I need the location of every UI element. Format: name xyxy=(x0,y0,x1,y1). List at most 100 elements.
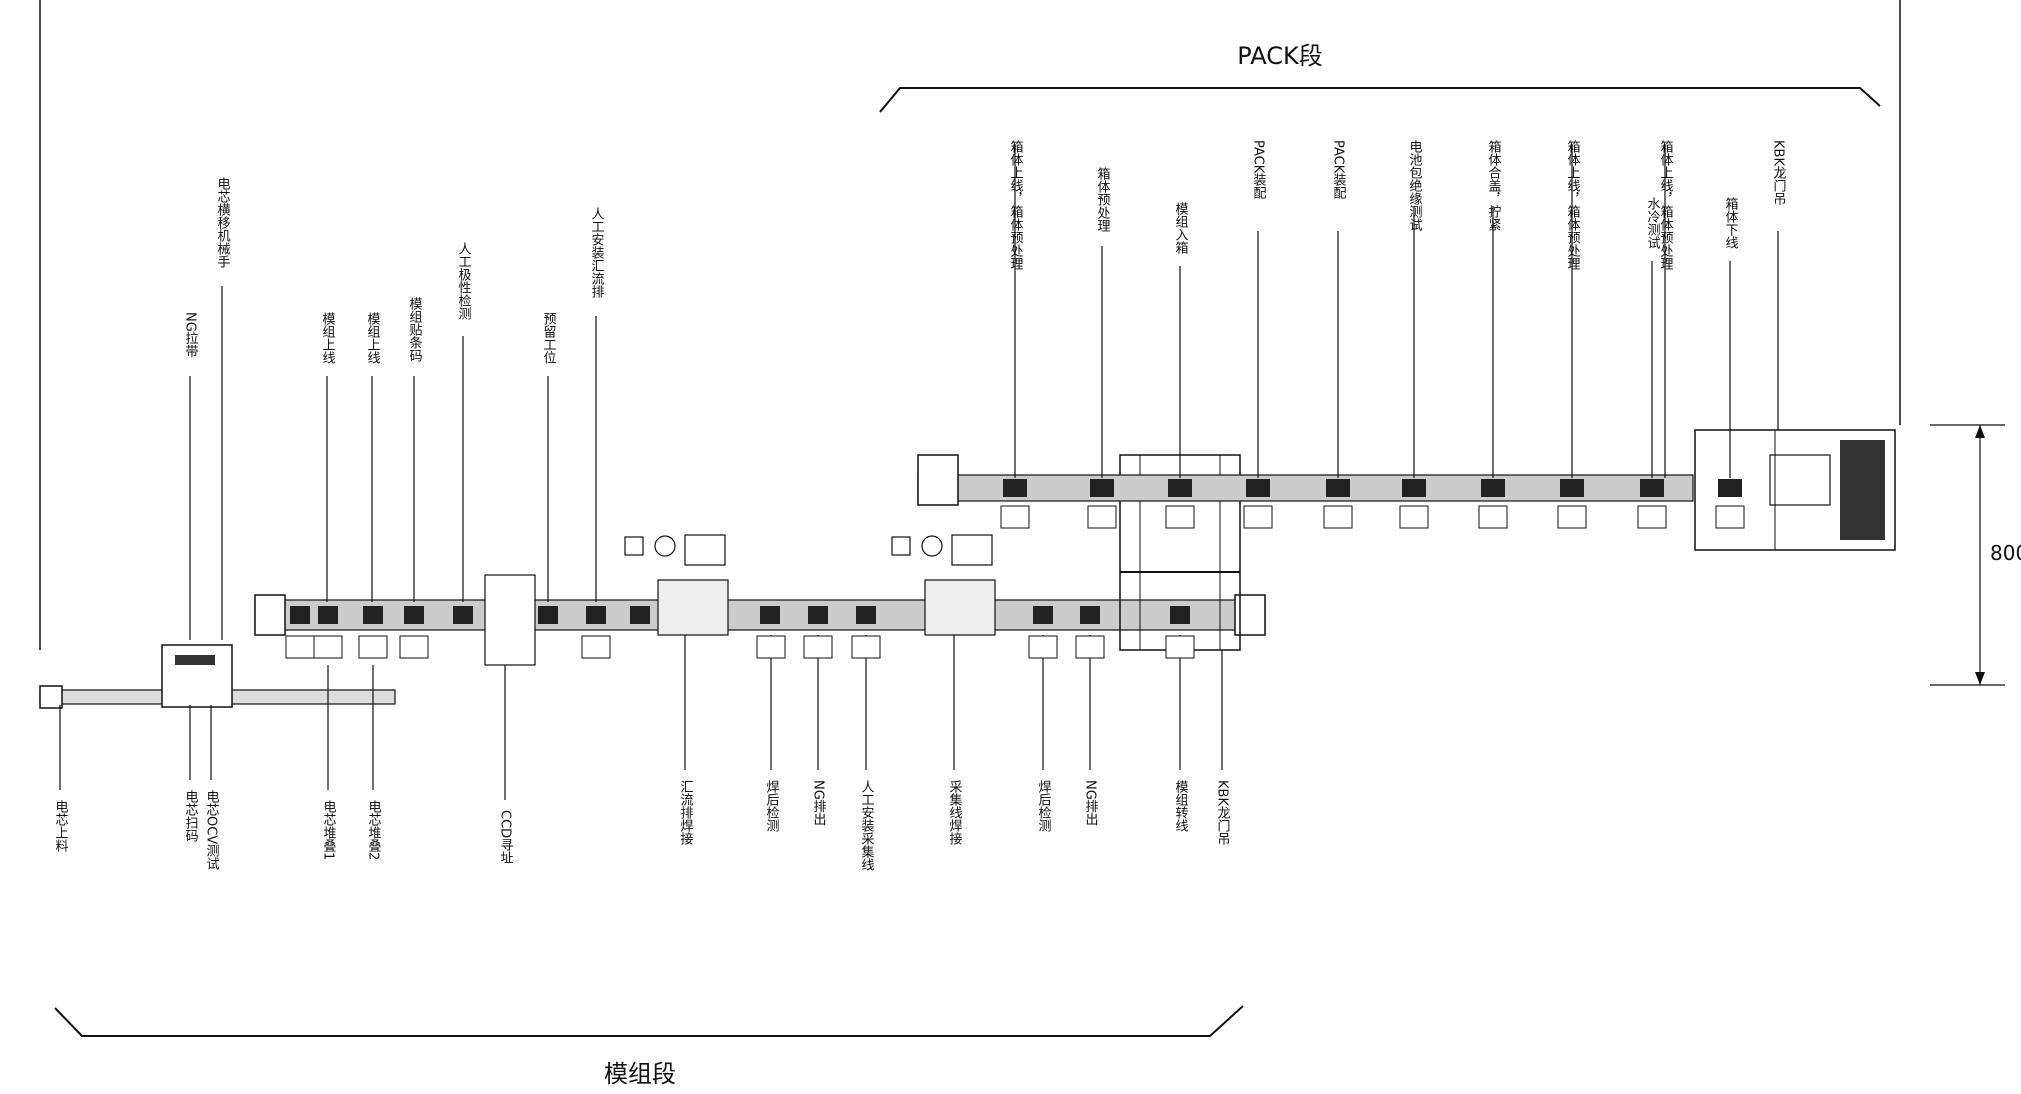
module-fixture xyxy=(851,635,881,659)
module-station xyxy=(318,606,338,624)
module-station xyxy=(760,606,780,624)
harness-weld-cell xyxy=(924,579,996,636)
module-station xyxy=(856,606,876,624)
upper-station-label: 箱体合盖，拧紧 xyxy=(1486,139,1502,231)
cabinet-a2 xyxy=(654,535,676,557)
module-bracket xyxy=(54,1005,1244,1037)
pack-fixture xyxy=(1557,505,1587,529)
dimension-arrow-up xyxy=(1975,425,1985,438)
pack-station xyxy=(1718,479,1742,497)
lower-station-label: 模组转线 xyxy=(1173,780,1189,832)
upper-station-label: 模组贴条码 xyxy=(407,297,423,362)
cabinet-b3 xyxy=(951,534,993,566)
pack-fixture xyxy=(1165,505,1195,529)
upper-station-label: 电池包绝缘测试 xyxy=(1407,140,1423,231)
upper-station-label: PACK装配 xyxy=(1251,140,1267,200)
lower-station-label: 焊后检测 xyxy=(764,779,780,832)
upper-station-label: 人工极性检测 xyxy=(456,242,472,320)
upper-station-label: 模组入箱 xyxy=(1173,202,1189,254)
scan-station xyxy=(161,644,233,708)
lower-station-label: 电芯上料 xyxy=(53,800,69,852)
upper-station-label: 箱体预处理 xyxy=(1095,166,1111,232)
lower-station-label: 电芯OCV测试 xyxy=(204,790,220,871)
pack-station xyxy=(1168,479,1192,497)
pack-fixture xyxy=(1399,505,1429,529)
pack-section-title: PACK段 xyxy=(1237,42,1322,70)
upper-station-label: 人工安装汇流排 xyxy=(589,207,605,298)
pack-line-start xyxy=(917,454,959,506)
module-fixture xyxy=(399,635,429,659)
cabinet-a3 xyxy=(684,534,726,566)
upper-station-label: PACK装配 xyxy=(1331,140,1347,200)
kbk-storage-rack xyxy=(1840,440,1885,540)
module-section-title: 模组段 xyxy=(604,1060,676,1088)
lower-station-label: 电芯堆叠1 xyxy=(321,800,337,860)
pack-fixture xyxy=(1323,505,1353,529)
pack-station xyxy=(1326,479,1350,497)
scan-device xyxy=(175,655,215,665)
pack-station xyxy=(1560,479,1584,497)
module-fixture xyxy=(756,635,786,659)
pack-fixture xyxy=(1478,505,1508,529)
module-station xyxy=(630,606,650,624)
pack-station xyxy=(1090,479,1114,497)
upper-station-label: 电芯横移机械手 xyxy=(215,177,231,268)
lower-station-label: 汇流排焊接 xyxy=(678,780,694,845)
module-station xyxy=(808,606,828,624)
upper-station-label: 水冷测试 xyxy=(1645,197,1661,249)
cabinet-a1 xyxy=(624,536,644,556)
module-station xyxy=(363,606,383,624)
module-station xyxy=(538,606,558,624)
pack-station xyxy=(1481,479,1505,497)
module-fixture xyxy=(285,635,315,659)
dimension-arrow-down xyxy=(1975,672,1985,685)
module-fixture xyxy=(1165,635,1195,659)
module-station xyxy=(404,606,424,624)
module-line-start xyxy=(254,594,286,636)
kbk-gantry-frame xyxy=(1694,429,1896,551)
pack-station xyxy=(1640,479,1664,497)
pack-station xyxy=(1402,479,1426,497)
pack-fixture xyxy=(1715,505,1745,529)
ccd-station xyxy=(484,574,536,666)
lower-station-label: 电芯堆叠2 xyxy=(366,800,382,860)
module-station xyxy=(290,606,310,624)
module-station xyxy=(586,606,606,624)
lower-station-label: CCD寻址 xyxy=(498,810,514,864)
pack-fixture xyxy=(1000,505,1030,529)
upper-station-label: 箱体下线 xyxy=(1723,196,1739,249)
cabinet-b1 xyxy=(891,536,911,556)
module-fixture xyxy=(581,635,611,659)
lower-station-label: KBK龙门吊 xyxy=(1215,780,1231,845)
lower-station-label: 电芯扫码 xyxy=(183,790,199,842)
module-fixture xyxy=(1028,635,1058,659)
busbar-weld-cell xyxy=(657,579,729,636)
module-station xyxy=(1033,606,1053,624)
kbk-hoist xyxy=(1769,454,1831,506)
module-fixture xyxy=(313,635,343,659)
lower-station-label: 焊后检测 xyxy=(1036,779,1052,832)
upper-station-label: KBK龙门吊 xyxy=(1771,140,1787,205)
pack-fixture xyxy=(1087,505,1117,529)
module-station xyxy=(1080,606,1100,624)
module-station xyxy=(453,606,473,624)
upper-station-label: 模组上线 xyxy=(365,312,381,364)
upper-station-label: 预留工位 xyxy=(541,312,557,364)
lower-station-label: 人工安装采集线 xyxy=(859,780,875,871)
module-fixture xyxy=(803,635,833,659)
pack-fixture xyxy=(1243,505,1273,529)
pack-station xyxy=(1003,479,1027,497)
feed-end-station xyxy=(39,685,63,709)
lower-station-label: 采集线焊接 xyxy=(947,780,963,845)
upper-station-label: 模组上线 xyxy=(320,312,336,364)
cabinet-b2 xyxy=(921,535,943,557)
module-fixture xyxy=(1075,635,1105,659)
lower-station-label: NG排出 xyxy=(1083,780,1099,826)
lower-station-label: NG排出 xyxy=(811,780,827,826)
module-station xyxy=(1170,606,1190,624)
pack-fixture xyxy=(1637,505,1667,529)
upper-station-label: NG拉带 xyxy=(183,312,199,358)
pack-bracket xyxy=(879,87,1881,113)
